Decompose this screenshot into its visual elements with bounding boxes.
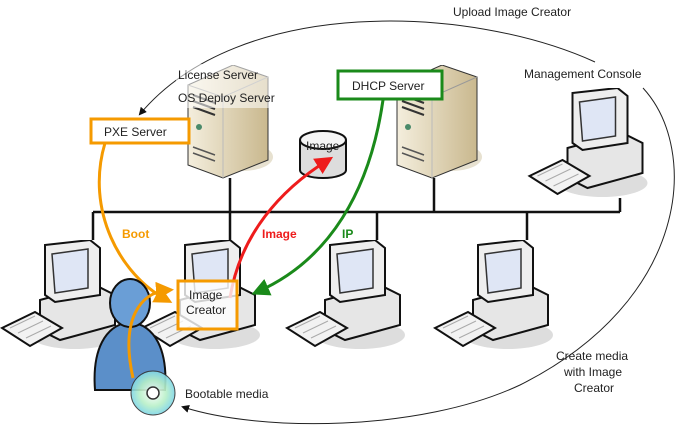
image-creator-box: [176, 279, 239, 331]
image-creator-label-2: Creator: [186, 303, 226, 317]
media-boot-arrow: [127, 281, 174, 379]
os-deploy-server-label: OS Deploy Server: [178, 91, 275, 105]
image-arrow: [228, 156, 334, 299]
desktop-computer-icon: [528, 88, 649, 199]
image-flow-label: Image: [262, 227, 297, 241]
pxe-server-box: [89, 117, 191, 145]
management-console-label: Management Console: [524, 67, 642, 81]
boot-label: Boot: [122, 227, 149, 241]
create-media-arc: [181, 87, 675, 425]
ip-label: IP: [342, 227, 353, 241]
dhcp-server-box: [336, 69, 444, 101]
image-creator-label-1: Image: [189, 288, 223, 302]
create-media-label-2: with Image: [563, 365, 622, 379]
upload-label: Upload Image Creator: [453, 5, 571, 19]
cd-disc-icon: [130, 370, 176, 416]
bootable-media-label: Bootable media: [185, 387, 269, 401]
pxe-server-label: PXE Server: [104, 125, 167, 139]
network-bus: [91, 178, 622, 240]
desktop-computer-icon: [286, 240, 405, 350]
desktop-computer-icon: [434, 240, 553, 350]
create-media-label-3: Creator: [574, 381, 614, 395]
license-server-label: License Server: [178, 68, 258, 82]
create-media-label-1: Create media: [556, 349, 628, 363]
dhcp-server-label: DHCP Server: [352, 79, 424, 93]
boot-arrow: [97, 142, 173, 303]
desktop-computer-icon: [1, 240, 120, 350]
image-store-label: Image: [306, 139, 340, 153]
ip-arrow: [251, 99, 385, 296]
